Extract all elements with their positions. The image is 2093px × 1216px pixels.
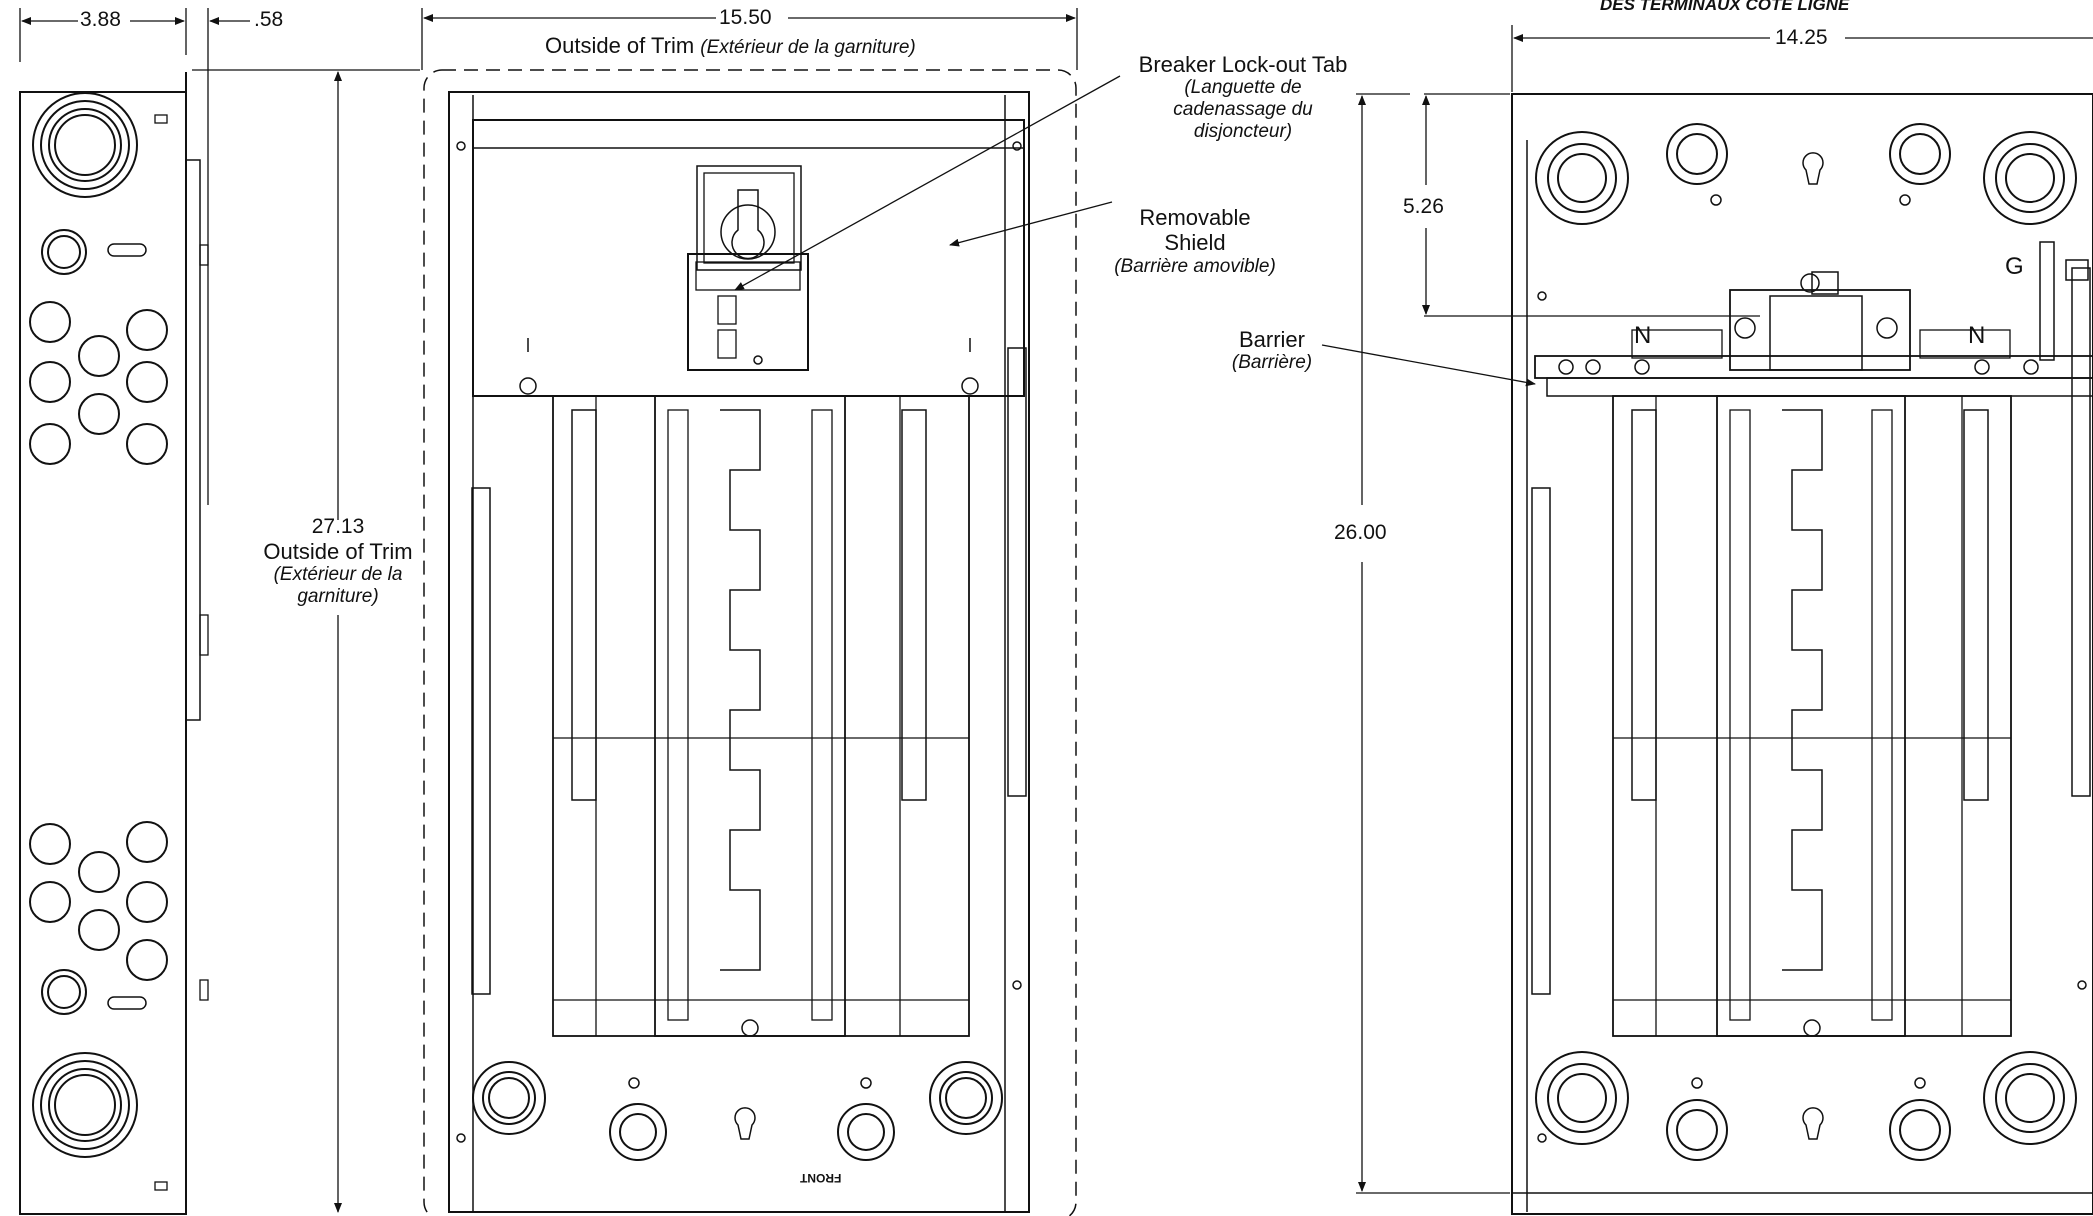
front-mark: FRONT bbox=[800, 1170, 842, 1185]
trim-height-label: 27.13 Outside of Trim (Extérieur de la g… bbox=[248, 515, 428, 608]
lockout-tab-fr-2: cadenassage du bbox=[1173, 99, 1313, 121]
lockout-tab-fr-3: disjoncteur) bbox=[1193, 120, 1293, 142]
outside-trim-fr-text: (Extérieur de la garniture) bbox=[700, 37, 916, 58]
trim-height-outside-text: Outside of Trim bbox=[263, 539, 413, 565]
removable-shield-callout: Removable Shield (Barrière amovible) bbox=[1095, 205, 1295, 277]
barrier-fr: (Barrière) bbox=[1231, 352, 1313, 374]
lockout-tab-title: Breaker Lock-out Tab bbox=[1138, 52, 1348, 77]
lockout-tab-callout: Breaker Lock-out Tab (Languette de caden… bbox=[1118, 52, 1368, 143]
flange-dimension: .58 bbox=[254, 8, 284, 31]
front-view-with-trim bbox=[192, 8, 1121, 1216]
trim-height-fr-line1: (Extérieur de la bbox=[273, 564, 403, 586]
trim-height-dimension: 27.13 bbox=[311, 515, 365, 538]
barrier-title: Barrier bbox=[1238, 327, 1305, 352]
box-width-dimension: 14.25 bbox=[1775, 26, 1828, 49]
line-terminal-depth-dimension: 5.26 bbox=[1403, 195, 1444, 218]
removable-shield-line1: Removable bbox=[1139, 205, 1251, 230]
side-width-dimension: 3.88 bbox=[80, 8, 121, 31]
trim-width-label: Outside of Trim (Extérieur de la garnitu… bbox=[545, 33, 916, 59]
outside-trim-text: Outside of Trim bbox=[545, 33, 695, 58]
line-terminals-heading: DES TERMINAUX CÔTÉ LIGNE bbox=[1600, 0, 1850, 14]
side-view bbox=[19, 8, 250, 1215]
interior-view bbox=[1321, 25, 2093, 1215]
removable-shield-line2: Shield bbox=[1164, 230, 1226, 256]
trim-height-fr-line2: garniture) bbox=[297, 586, 379, 608]
neutral-right-marker: N bbox=[1968, 322, 1986, 349]
barrier-callout: Barrier (Barrière) bbox=[1222, 327, 1322, 374]
neutral-left-marker: N bbox=[1634, 322, 1652, 349]
box-height-dimension: 26.00 bbox=[1334, 521, 1387, 544]
trim-width-dimension: 15.50 bbox=[719, 6, 772, 29]
removable-shield-fr: (Barrière amovible) bbox=[1114, 255, 1276, 277]
ground-marker: G bbox=[2005, 253, 2024, 280]
lockout-tab-fr-1: (Languette de bbox=[1184, 77, 1302, 99]
